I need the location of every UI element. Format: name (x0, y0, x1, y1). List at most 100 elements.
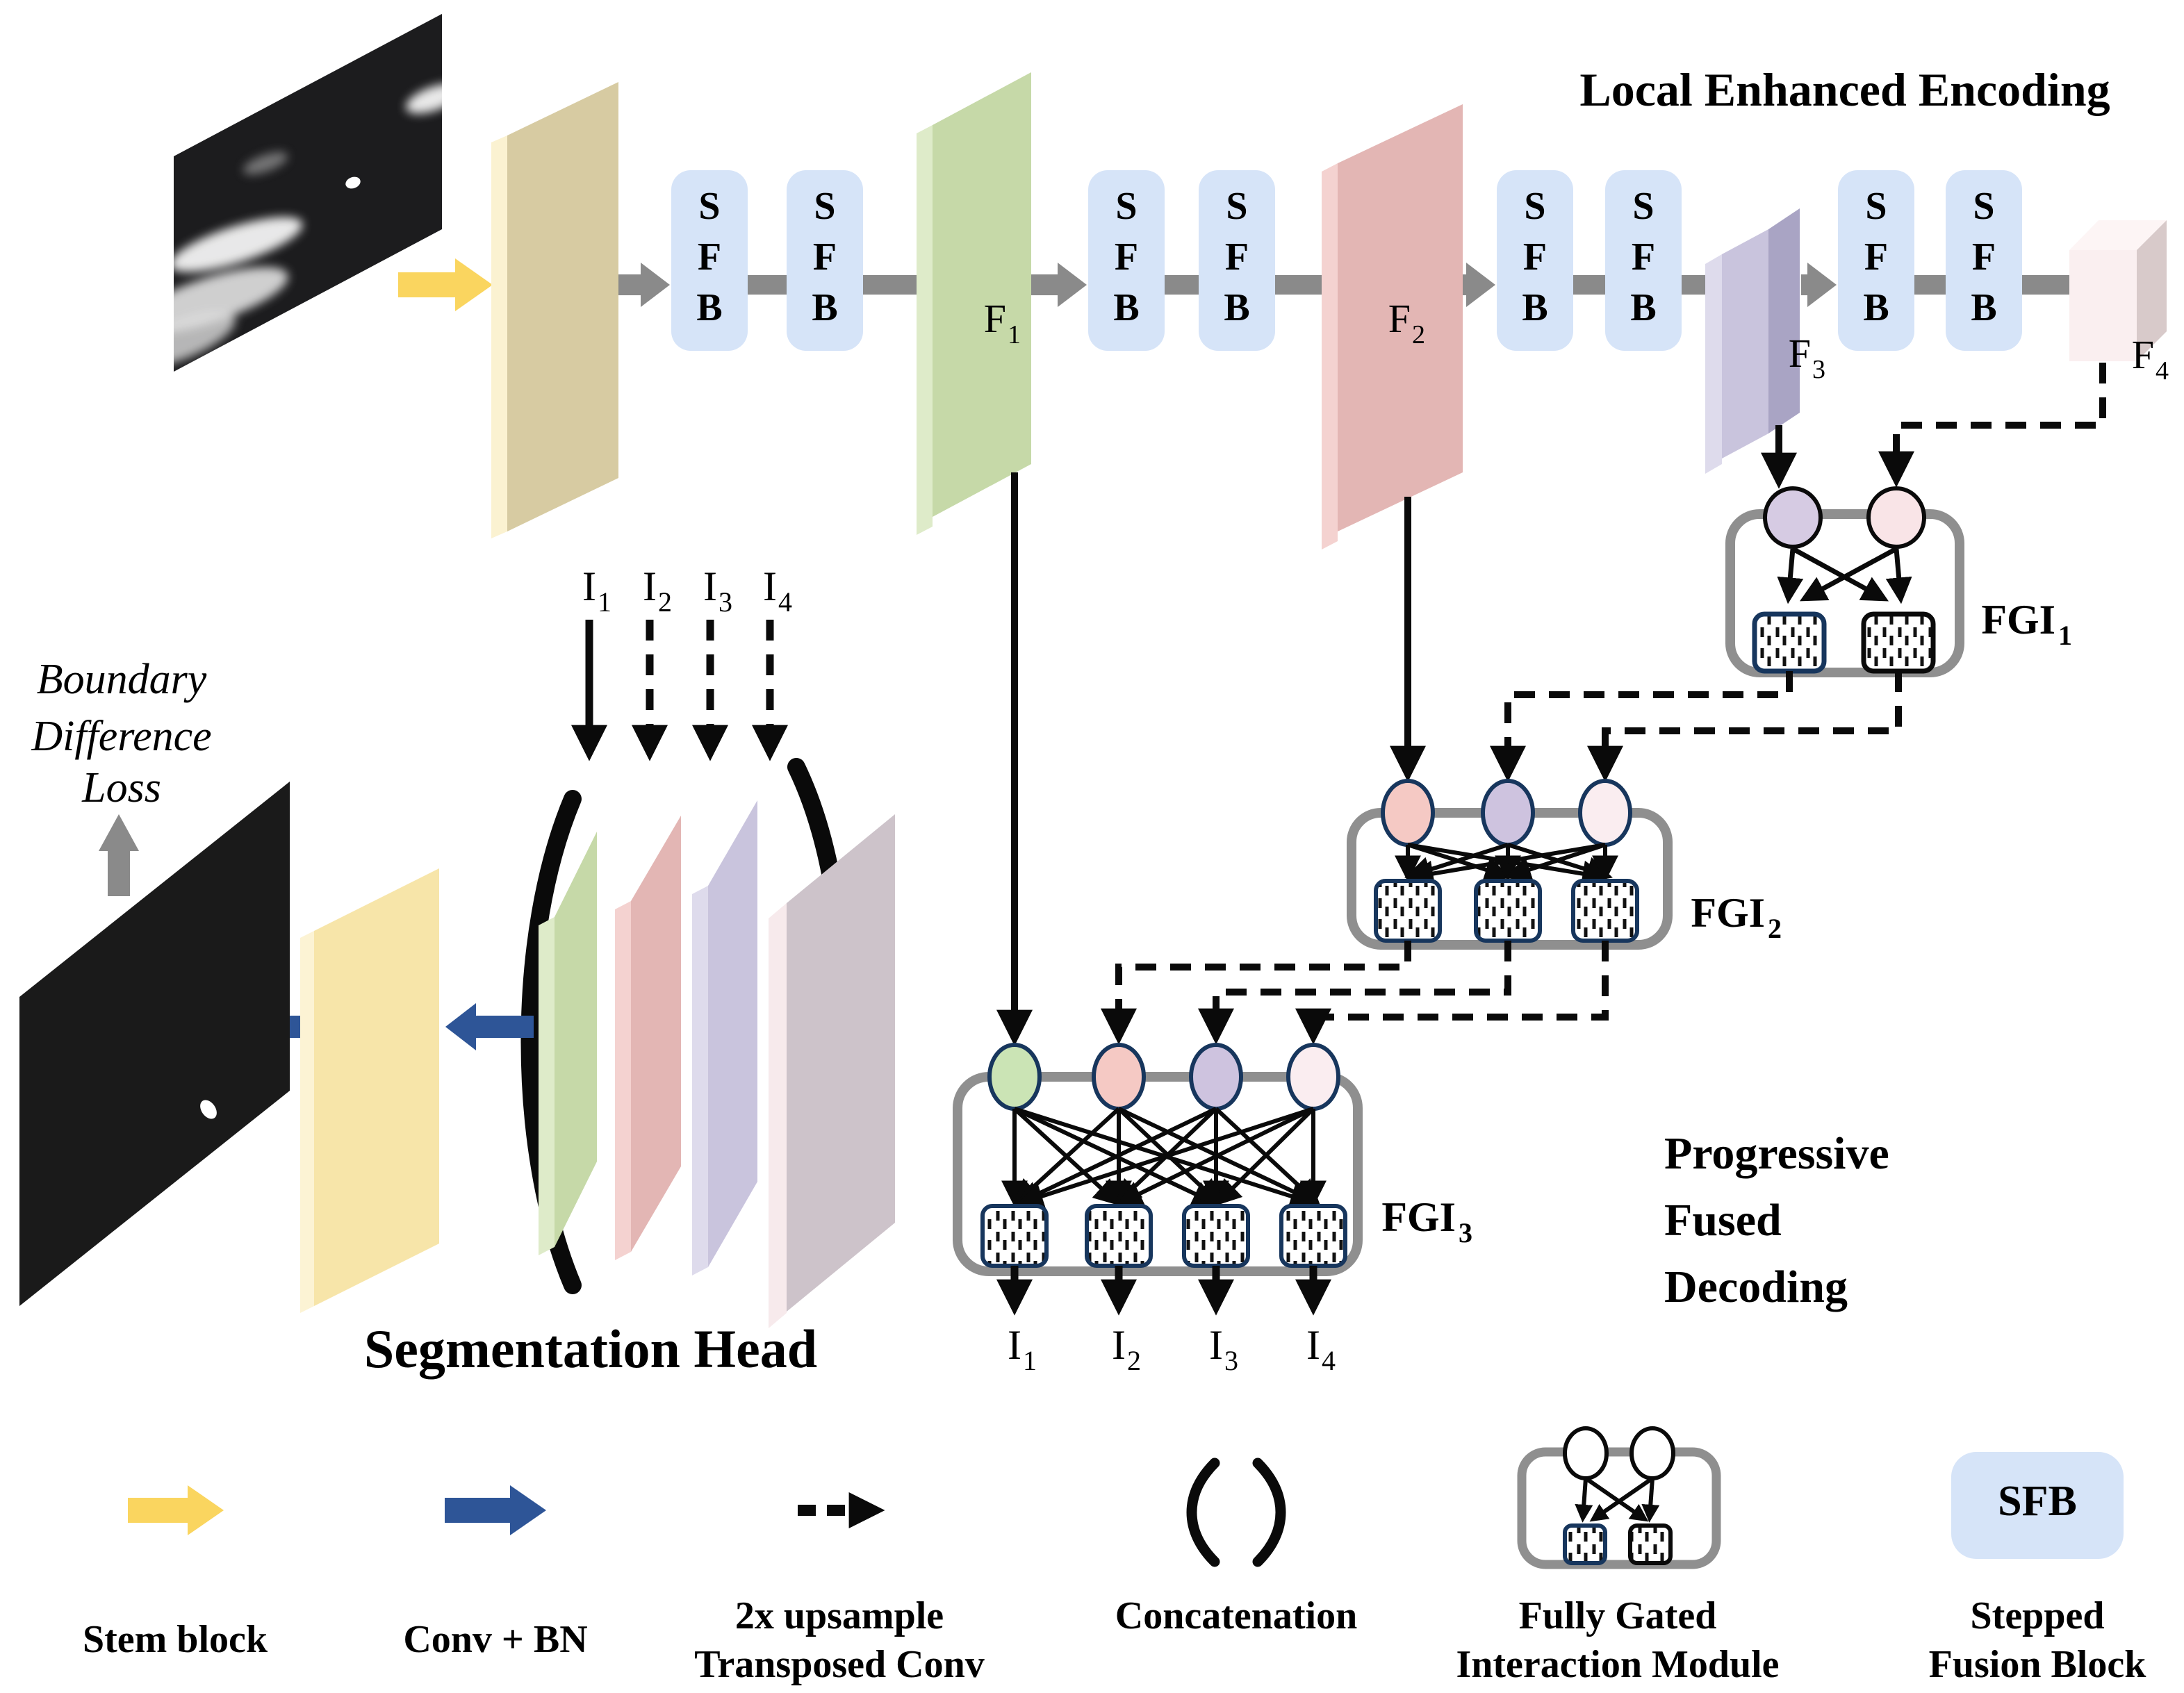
gray-bar (1275, 275, 1322, 295)
feature-slab-f2: F 2 (1322, 104, 1463, 550)
gray-bar (863, 275, 917, 295)
gray-bar (1573, 275, 1605, 295)
i2-top-label: I (643, 563, 657, 609)
i3-top-sub: 3 (719, 586, 732, 618)
fgi3-circle-pink (1092, 1043, 1146, 1111)
sfb-letter: B (1971, 286, 1996, 329)
sfb-letter: B (1522, 286, 1547, 329)
legend-sfb-text: SFB (1998, 1478, 2077, 1525)
concat-slab-big (787, 814, 895, 1312)
sfb-letter: F (698, 236, 721, 279)
legend-bracket-right (1252, 1457, 1286, 1567)
segmentation-head-title: Segmentation Head (364, 1319, 817, 1379)
gray-arrow-1 (618, 263, 670, 307)
legend-sfb-box (1951, 1452, 2124, 1559)
fgi2-gate-box-3 (1571, 879, 1639, 943)
i2-bottom-label: I (1112, 1322, 1126, 1368)
legend-stem-label: Stem block (83, 1618, 268, 1661)
fgi2-label-sub: 2 (1768, 913, 1782, 944)
sfb-letter: B (1863, 286, 1889, 329)
fgi3-label-sub: 3 (1459, 1217, 1472, 1248)
conv-bn-arrow-1 (445, 1003, 534, 1050)
output-image-plane (19, 782, 290, 1306)
sfb-block-1: S F B (671, 170, 748, 351)
gray-arrow-2 (1031, 263, 1087, 307)
sfb-block-5: S F B (1497, 170, 1573, 351)
fgi3-cross-arrows (1001, 1107, 1327, 1209)
sfb-letter: S (1865, 185, 1887, 228)
input-image (174, 14, 442, 372)
fgi3-label: FGI (1381, 1194, 1456, 1240)
i1-top-label: I (582, 563, 596, 609)
fgi2-circle-pink (1381, 779, 1435, 847)
sfb-letter: B (1224, 286, 1249, 329)
i3-bottom-sub: 3 (1224, 1345, 1238, 1376)
sfb-letter: F (1523, 236, 1547, 279)
gray-bar (1165, 275, 1199, 295)
sfb-letter: B (812, 286, 837, 329)
fgi3-circle-green (987, 1043, 1042, 1111)
boundary-line-3: Loss (81, 764, 161, 811)
legend-stem-arrow (128, 1485, 224, 1535)
legend-sfb-line-1: Stepped (1971, 1594, 2105, 1637)
fgi3-gate-box-4 (1279, 1204, 1347, 1268)
legend-fgi-gate-2 (1628, 1523, 1673, 1565)
feature-slab-f4: F 4 (2069, 220, 2169, 386)
sfb-letter: F (1115, 236, 1138, 279)
f3-label-sub: 3 (1812, 355, 1825, 384)
legend-fgim-line-2: Interaction Module (1456, 1643, 1779, 1686)
fgi2-label: FGI (1691, 890, 1765, 936)
i3-bottom-label: I (1209, 1322, 1223, 1368)
sfb-letter: F (813, 236, 837, 279)
fgi1-circle-pink (1866, 486, 1926, 549)
fgi1-label-sub: 1 (2058, 620, 2072, 651)
legend-fgi-circle-1 (1563, 1426, 1609, 1480)
legend-fgi-gate-1 (1563, 1523, 1607, 1565)
fgi3-box (953, 1072, 1363, 1276)
sfb-letter: S (814, 185, 835, 228)
f4-label: F (2132, 332, 2154, 377)
f3-label: F (1789, 331, 1811, 376)
decoding-line-3: Decoding (1664, 1262, 1848, 1312)
i1-bottom-label: I (1008, 1322, 1021, 1368)
fgi2-module: FGI 2 (1347, 779, 1782, 950)
fgi2-out-3 (1295, 941, 1609, 1045)
fgi-modules: FGI 1 FGI 2 (953, 363, 2106, 1376)
sfb-letter: B (696, 286, 722, 329)
sfb-letter: S (1524, 185, 1545, 228)
sfb-letter: B (1630, 286, 1656, 329)
i1-top-sub: 1 (598, 586, 611, 618)
legend-fgim-line-1: Fully Gated (1519, 1594, 1717, 1637)
legend-fgi-box (1517, 1447, 1721, 1569)
fgi3-module: FGI 3 (953, 1043, 1472, 1276)
decoding-title: Progressive Fused Decoding (1664, 1128, 1889, 1312)
sfb-block-2: S F B (787, 170, 863, 351)
gray-bar (1914, 275, 1946, 295)
gray-arrow-4 (1801, 263, 1837, 307)
seg-input-arrows (571, 620, 788, 761)
gray-bar (1682, 275, 1705, 295)
fgi1-out-1 (1490, 671, 1793, 782)
sfb-letter: F (1864, 236, 1888, 279)
fgi2-cross-arrows (1395, 843, 1618, 887)
legend-upsample-line-1: 2x upsample (735, 1594, 944, 1637)
boundary-loss-label: Boundary Difference Loss (31, 656, 211, 811)
concat-slabs (539, 800, 895, 1328)
sfb-letter: S (1115, 185, 1137, 228)
fgi1-gate-box-2 (1861, 611, 1936, 674)
legend-conv-arrow (445, 1485, 546, 1535)
segmentation-head: I 1 I 2 I 3 I 4 (19, 563, 895, 1379)
output-image (19, 782, 290, 1306)
fgi1-out-2 (1587, 671, 1902, 782)
sfb-letter: F (1225, 236, 1249, 279)
i1-bottom-sub: 1 (1023, 1345, 1037, 1376)
gray-bar (748, 275, 787, 295)
i2-bottom-sub: 2 (1127, 1345, 1141, 1376)
concat-slab-green (555, 832, 597, 1247)
fgi1-module: FGI 1 (1725, 486, 2072, 677)
encoder-pipeline: S F B S F B S F B S F B (174, 14, 2169, 550)
legend-concat-label: Concatenation (1115, 1594, 1357, 1637)
legend-upsample-line-2: Transposed Conv (694, 1643, 985, 1686)
fgi3-output-labels: I 1 I 2 I 3 I 4 (1008, 1322, 1336, 1376)
